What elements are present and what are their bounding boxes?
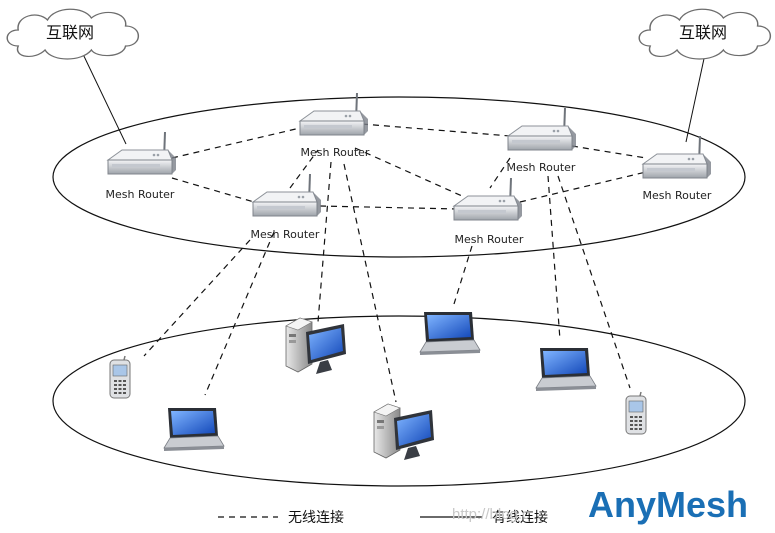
mesh-router-5: Mesh Router xyxy=(251,173,322,241)
desktop-computer-icon xyxy=(285,317,347,375)
client-layer-ellipse xyxy=(52,315,746,487)
mobile-phone-icon xyxy=(109,355,131,399)
mobile-phone-icon xyxy=(625,391,647,435)
legend-wired-label: 有线连接 xyxy=(492,509,548,526)
router-label: Mesh Router xyxy=(643,189,712,202)
wireless-mesh-links xyxy=(171,123,647,210)
mesh-router-6: Mesh Router xyxy=(453,177,524,246)
router-label: Mesh Router xyxy=(251,228,320,241)
router-label: Mesh Router xyxy=(106,188,175,201)
router-layer-ellipse xyxy=(52,96,746,258)
mesh-router-3: Mesh Router xyxy=(507,107,577,174)
laptop-icon xyxy=(535,347,597,392)
logo-text: AnyMesh xyxy=(588,484,748,525)
mesh-router-4: Mesh Router xyxy=(642,135,712,202)
watermark-text: http://blog.c xyxy=(452,506,530,523)
wireless-client-links xyxy=(143,161,631,403)
router-icon xyxy=(453,177,523,221)
router-icon xyxy=(507,107,577,151)
internet-cloud-left: 互联网 xyxy=(6,8,140,60)
mesh-router-2: Mesh Router xyxy=(299,92,370,159)
laptop-icon xyxy=(163,407,225,452)
internet-cloud-right: 互联网 xyxy=(638,8,772,60)
mesh-router-1: Mesh Router xyxy=(106,131,177,201)
router-icon xyxy=(642,135,712,179)
legend: 无线连接 有线连接 xyxy=(218,509,548,526)
desktop-computer-icon xyxy=(373,403,435,461)
wired-link-right xyxy=(685,53,706,143)
router-icon xyxy=(107,131,177,175)
laptop-icon xyxy=(419,311,481,356)
router-label: Mesh Router xyxy=(507,161,576,174)
router-label: Mesh Router xyxy=(301,146,370,159)
internet-label-left: 互联网 xyxy=(46,23,94,42)
wired-link-left xyxy=(81,51,127,145)
legend-wireless-label: 无线连接 xyxy=(288,509,344,526)
router-label: Mesh Router xyxy=(455,233,524,246)
internet-label-right: 互联网 xyxy=(679,23,727,42)
anymesh-logo: AnyMesh xyxy=(588,484,748,525)
router-icon xyxy=(252,173,322,217)
